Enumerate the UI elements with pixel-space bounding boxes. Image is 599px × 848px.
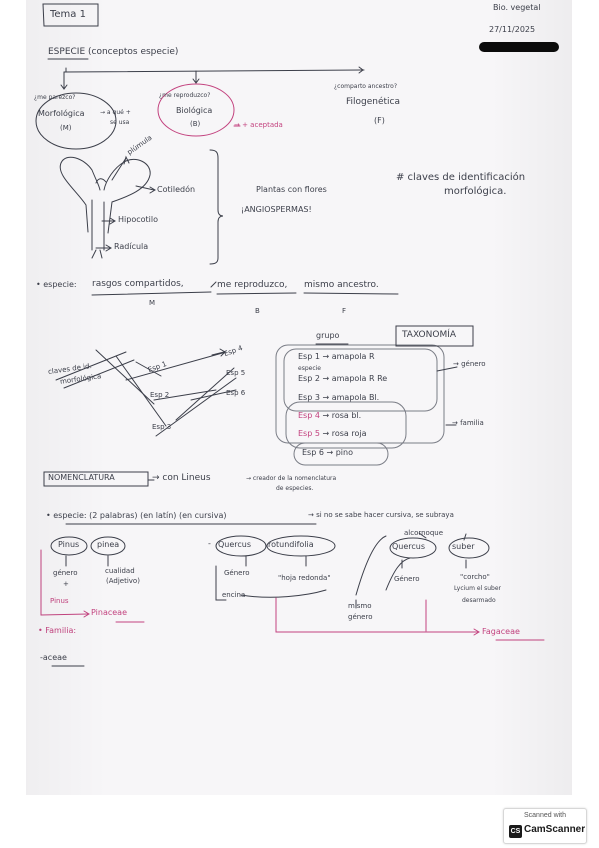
phylo-code: (F) [374,116,385,125]
species-definition-f: mismo ancestro. [304,280,379,290]
example3-epithet: "corcho" [460,573,490,581]
taxonomy-subnote: especie [298,365,321,372]
handwritten-ink-strokes [35,3,545,667]
same-genus-2: género [348,613,373,621]
familia-bullet: • Familia: [38,626,77,635]
taxonomy-row-4-name: Esp 4 [298,411,320,420]
taxonomy-row-4-desc: → rosa bl. [322,411,362,420]
camscanner-logo-icon: CS [509,825,522,838]
example1-epithet-sub: (Adjetivo) [106,577,140,585]
taxonomy-row-1: Esp 1 → amapola R [298,352,375,362]
id-keys-note-1: # claves de identificación [396,172,526,183]
letter-b: B [255,307,260,315]
date-label: 27/11/2025 [489,25,536,34]
taxonomy-row-1-desc: → amapola R [322,352,375,361]
phylo-question: ¿comparto ancestro? [334,83,398,90]
example3-epithet-3: desarmado [462,597,496,604]
id-keys-note-2: morfológica. [444,186,507,197]
watermark-name: CamScanner [524,824,586,835]
taxonomy-row-1-name: Esp 1 [298,352,320,361]
subject-label: Bio. vegetal [493,3,541,12]
hypocotyl-label: Hipocotilo [118,215,158,224]
angiosperm-note-1: Plantas con flores [256,185,327,194]
key-species-3: Esp 3 [152,423,172,431]
key-species-6: Esp 6 [226,389,246,397]
taxonomy-row-5-desc: → rosa roja [322,429,367,438]
example3-word1: Quercus [392,542,426,551]
fagaceae-family: Fagaceae [482,627,520,636]
example1-word2: pinea [97,540,120,549]
letter-f: F [342,307,347,315]
nomenclature-box-label: NOMENCLATURA [48,473,115,482]
phylo-name: Filogenética [346,97,401,107]
taxonomy-row-6-name: Esp 6 [302,448,324,457]
species-heading: ESPECIE (conceptos especie) [48,47,179,57]
example3-word2: suber [452,542,475,551]
nomenclature-rule: • especie: (2 palabras) (en latín) (en c… [46,511,227,520]
example2-dash: - [208,539,211,548]
taxonomy-row-2: Esp 2 → amapola R Re [298,374,388,384]
angiosperm-note-2: ¡ANGIOSPERMAS! [241,205,312,214]
radicle-label: Radícula [114,242,149,251]
nomenclature-by-note-1: → creador de la nomenclatura [246,475,337,482]
morph-note-2: se usa [110,119,130,126]
morph-code: (M) [60,124,72,132]
camscanner-watermark: Scanned with CS CamScanner [503,808,587,844]
cotyledon-label: Cotiledón [157,185,196,194]
taxonomy-row-3: Esp 3 → amapola Bl. [298,393,380,403]
example1-genus-name: Pinus [50,597,69,605]
taxonomy-row-6: Esp 6 → pino [302,448,353,458]
watermark-scanned-with: Scanned with [523,812,567,819]
morph-note-1: → a qué + [100,109,131,116]
example2-genus: Género [224,569,250,577]
bio-code: (B) [190,120,201,128]
example3-epithet-2: Lycium el suber [454,585,502,592]
bio-name: Biológica [176,106,213,115]
nomenclature-rule-note: → si no se sabe hacer cursiva, se subray… [308,511,454,519]
example2-epithet: "hoja redonda" [278,574,331,582]
example1-family: Pinaceae [91,608,127,617]
key-species-5: Esp 5 [226,369,246,377]
aceae-suffix: -aceae [40,653,67,662]
example2-word1: Quercus [218,540,252,549]
taxonomy-row-2-desc: → amapola R Re [322,374,388,383]
bio-note: → + aceptada [234,121,283,129]
bio-question: ¿me reproduzco? [159,92,211,99]
species-definition-b: me reproduzco, [217,280,288,290]
example1-genus-plus: + [63,580,69,588]
morph-name: Morfológica [38,109,85,118]
taxonomy-row-6-desc: → pino [326,448,353,457]
example2-common: encina [222,591,246,599]
taxonomy-row-3-desc: → amapola Bl. [322,393,380,402]
example1-epithet: cualidad [105,567,135,575]
page-title: Tema 1 [50,9,86,20]
example2-word2: rotundifolia [268,540,314,549]
letter-m: M [149,299,156,307]
taxonomy-row-5: Esp 5 → rosa roja [298,429,367,439]
taxonomy-row-2-name: Esp 2 [298,374,320,383]
example3-genus: Género [394,575,420,583]
morph-question: ¿me parezco? [34,94,76,101]
same-genus-1: mismo [348,602,372,610]
taxonomy-title: TAXONOMÍA [402,330,457,340]
taxonomy-row-4: Esp 4 → rosa bl. [298,411,362,421]
taxonomy-row-5-name: Esp 5 [298,429,320,438]
group-label: grupo [316,331,340,340]
species-definition-prefix: • especie: [36,280,77,289]
redacted-name-bar [479,42,559,52]
nomenclature-by-note-2: de especies. [276,485,314,492]
taxonomy-row-3-name: Esp 3 [298,393,320,402]
notebook-page: Tema 1 Bio. vegetal 27/11/2025 ESPECIE (… [26,0,572,795]
genus-label: → género [453,360,486,368]
key-species-2: Esp 2 [150,391,170,399]
example1-word1: Pinus [58,540,80,549]
nomenclature-by: → con Lineus [152,473,211,483]
species-definition-m: rasgos compartidos, [92,279,184,289]
example1-genus: género [53,569,78,577]
example3-common: alcornoque [404,529,444,537]
family-label: → familia [452,419,484,427]
